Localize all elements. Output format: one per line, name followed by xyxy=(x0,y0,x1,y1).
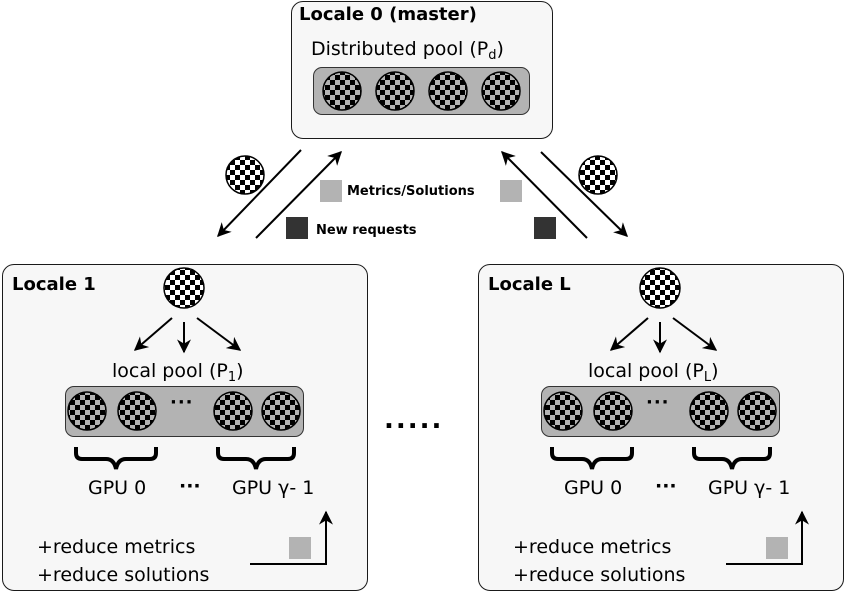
locale-L-gpu-ellipsis: ··· xyxy=(655,475,677,497)
locale-1-split-arrow-left xyxy=(133,317,173,351)
locale-1-pool-node-icon xyxy=(261,391,301,431)
locale-L-gpu-0-brace xyxy=(550,447,634,470)
locale-L-pool-node-icon xyxy=(737,391,777,431)
locale-L-pool-node-icon xyxy=(593,391,633,431)
locale-L-pool-label: local pool (PL) xyxy=(588,360,719,385)
requests-legend-square-right xyxy=(534,217,556,239)
locale-1-gpu-first: GPU 0 xyxy=(88,477,147,499)
distributed-pool-node-icon xyxy=(375,71,415,111)
new-requests-label: New requests xyxy=(316,223,417,238)
locale-L-pool-ellipsis: ··· xyxy=(646,392,670,413)
locale-L-title: Locale L xyxy=(488,274,571,295)
distributed-pool-node-icon xyxy=(322,71,362,111)
locale-1-reduce-metrics: +reduce metrics xyxy=(37,536,196,558)
locale-L-gpu-first: GPU 0 xyxy=(564,477,623,499)
locale-1-pool-node-icon xyxy=(67,391,107,431)
locale-1-pool-ellipsis: ··· xyxy=(170,392,194,413)
more-locales-ellipsis: ..... xyxy=(384,405,444,435)
locale-1-incoming-node-icon xyxy=(163,267,205,309)
locale-1-gpu-last: GPU γ- 1 xyxy=(232,477,315,499)
locale-1-metrics-square xyxy=(289,537,311,559)
locale-L-reduce-solutions: +reduce solutions xyxy=(513,564,686,586)
locale-1-gpu-0-brace xyxy=(74,447,158,470)
locale-L-split-arrow-right xyxy=(672,317,718,351)
locale-1-reduce-solutions: +reduce solutions xyxy=(37,564,210,586)
locale-1-reduce-arrow xyxy=(250,510,333,565)
metrics-legend-square-left xyxy=(320,180,342,202)
arrow-master-to-locale-L xyxy=(540,151,629,237)
locale-L-gpu-last-brace xyxy=(692,447,772,470)
distributed-pool-node-icon xyxy=(428,71,468,111)
locale-1-pool-node-icon xyxy=(213,391,253,431)
locale-1-split-arrow-right xyxy=(196,317,242,351)
requests-legend-square-left xyxy=(286,217,308,239)
locale-L-reduce-metrics: +reduce metrics xyxy=(513,536,672,558)
arrow-locale-L-to-master xyxy=(501,151,588,239)
transfer-node-left-icon xyxy=(225,155,265,195)
locale-1-pool-label: local pool (P1) xyxy=(112,360,244,385)
arrow-locale-1-to-master xyxy=(255,151,342,239)
locale-1-gpu-last-brace xyxy=(216,447,296,470)
locale-L-pool-node-icon xyxy=(689,391,729,431)
locale-1-gpu-ellipsis: ··· xyxy=(179,475,201,497)
locale-L-incoming-node-icon xyxy=(639,267,681,309)
locale-L-metrics-square xyxy=(766,537,788,559)
metrics-legend-square-right xyxy=(500,180,522,202)
locale-L-reduce-arrow xyxy=(726,510,809,565)
distributed-pool-label: Distributed pool (Pd) xyxy=(311,38,504,63)
master-locale-title: Locale 0 (master) xyxy=(299,4,477,25)
locale-L-pool-node-icon xyxy=(543,391,583,431)
distributed-pool-node-icon xyxy=(481,71,521,111)
transfer-node-right-icon xyxy=(578,155,618,195)
locale-1-pool-node-icon xyxy=(117,391,157,431)
locale-1-title: Locale 1 xyxy=(12,274,96,295)
metrics-solutions-label: Metrics/Solutions xyxy=(347,184,475,199)
locale-L-gpu-last: GPU γ- 1 xyxy=(708,477,791,499)
arrow-master-to-locale-1 xyxy=(217,149,302,238)
locale-L-split-arrow-left xyxy=(609,317,649,351)
